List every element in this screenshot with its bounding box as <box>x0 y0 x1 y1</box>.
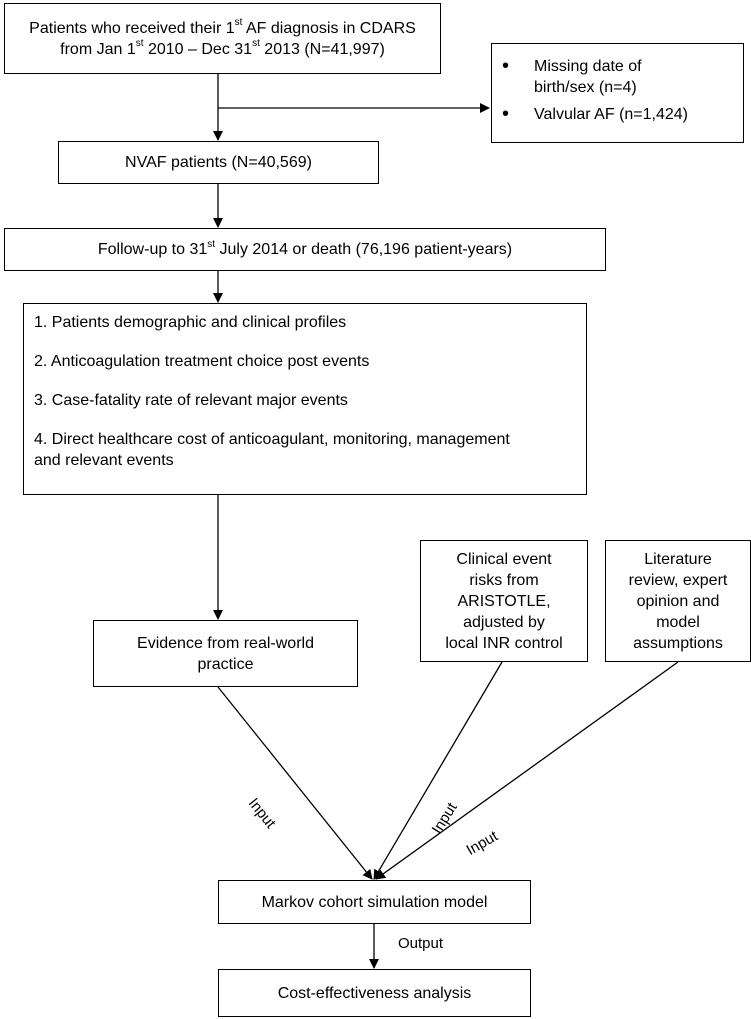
clinical-risks-box: Clinical event risks from ARISTOTLE, adj… <box>420 540 588 662</box>
outcomes-box: 1. Patients demographic and clinical pro… <box>23 303 587 495</box>
output-label: Output <box>398 935 444 952</box>
outcome-item-1: 1. Patients demographic and clinical pro… <box>34 314 347 331</box>
markov-label: Markov cohort simulation model <box>261 893 488 911</box>
markov-box: Markov cohort simulation model <box>218 880 531 924</box>
exclusion-item: Valvular AF (n=1,424) <box>502 104 743 125</box>
followup-label: Follow-up to 31st July 2014 or death (76… <box>97 238 513 258</box>
cea-box: Cost-effectiveness analysis <box>218 969 531 1017</box>
cea-label: Cost-effectiveness analysis <box>277 984 472 1002</box>
literature-box: Literature review, expert opinion and mo… <box>605 540 751 662</box>
arrow-literature-to-markov <box>375 661 679 880</box>
evidence-box: Evidence from real-world practice <box>93 620 358 687</box>
nvaf-label: NVAF patients (N=40,569) <box>125 154 312 171</box>
outcome-item-4: 4. Direct healthcare cost of anticoagula… <box>34 431 510 448</box>
outcome-item-2: 2. Anticoagulation treatment choice post… <box>34 353 370 370</box>
cohort-line-2: from Jan 1st 2010 – Dec 31st 2013 (N=41,… <box>60 38 385 58</box>
arrow-clinical-to-markov <box>373 661 503 880</box>
outcome-item-4-cont: and relevant events <box>34 452 174 469</box>
nvaf-box: NVAF patients (N=40,569) <box>58 141 379 184</box>
exclusions-list: Missing date of birth/sex (n=4) Valvular… <box>492 44 743 125</box>
outcome-item-3: 3. Case-fatality rate of relevant major … <box>34 392 348 409</box>
cohort-box: Patients who received their 1st AF diagn… <box>4 3 441 74</box>
exclusions-box: Missing date of birth/sex (n=4) Valvular… <box>491 43 744 143</box>
arrow-evidence-to-markov <box>217 686 373 880</box>
exclusion-item: Missing date of birth/sex (n=4) <box>502 56 743 98</box>
cohort-line-1: Patients who received their 1st AF diagn… <box>29 17 416 37</box>
followup-box: Follow-up to 31st July 2014 or death (76… <box>4 228 606 271</box>
